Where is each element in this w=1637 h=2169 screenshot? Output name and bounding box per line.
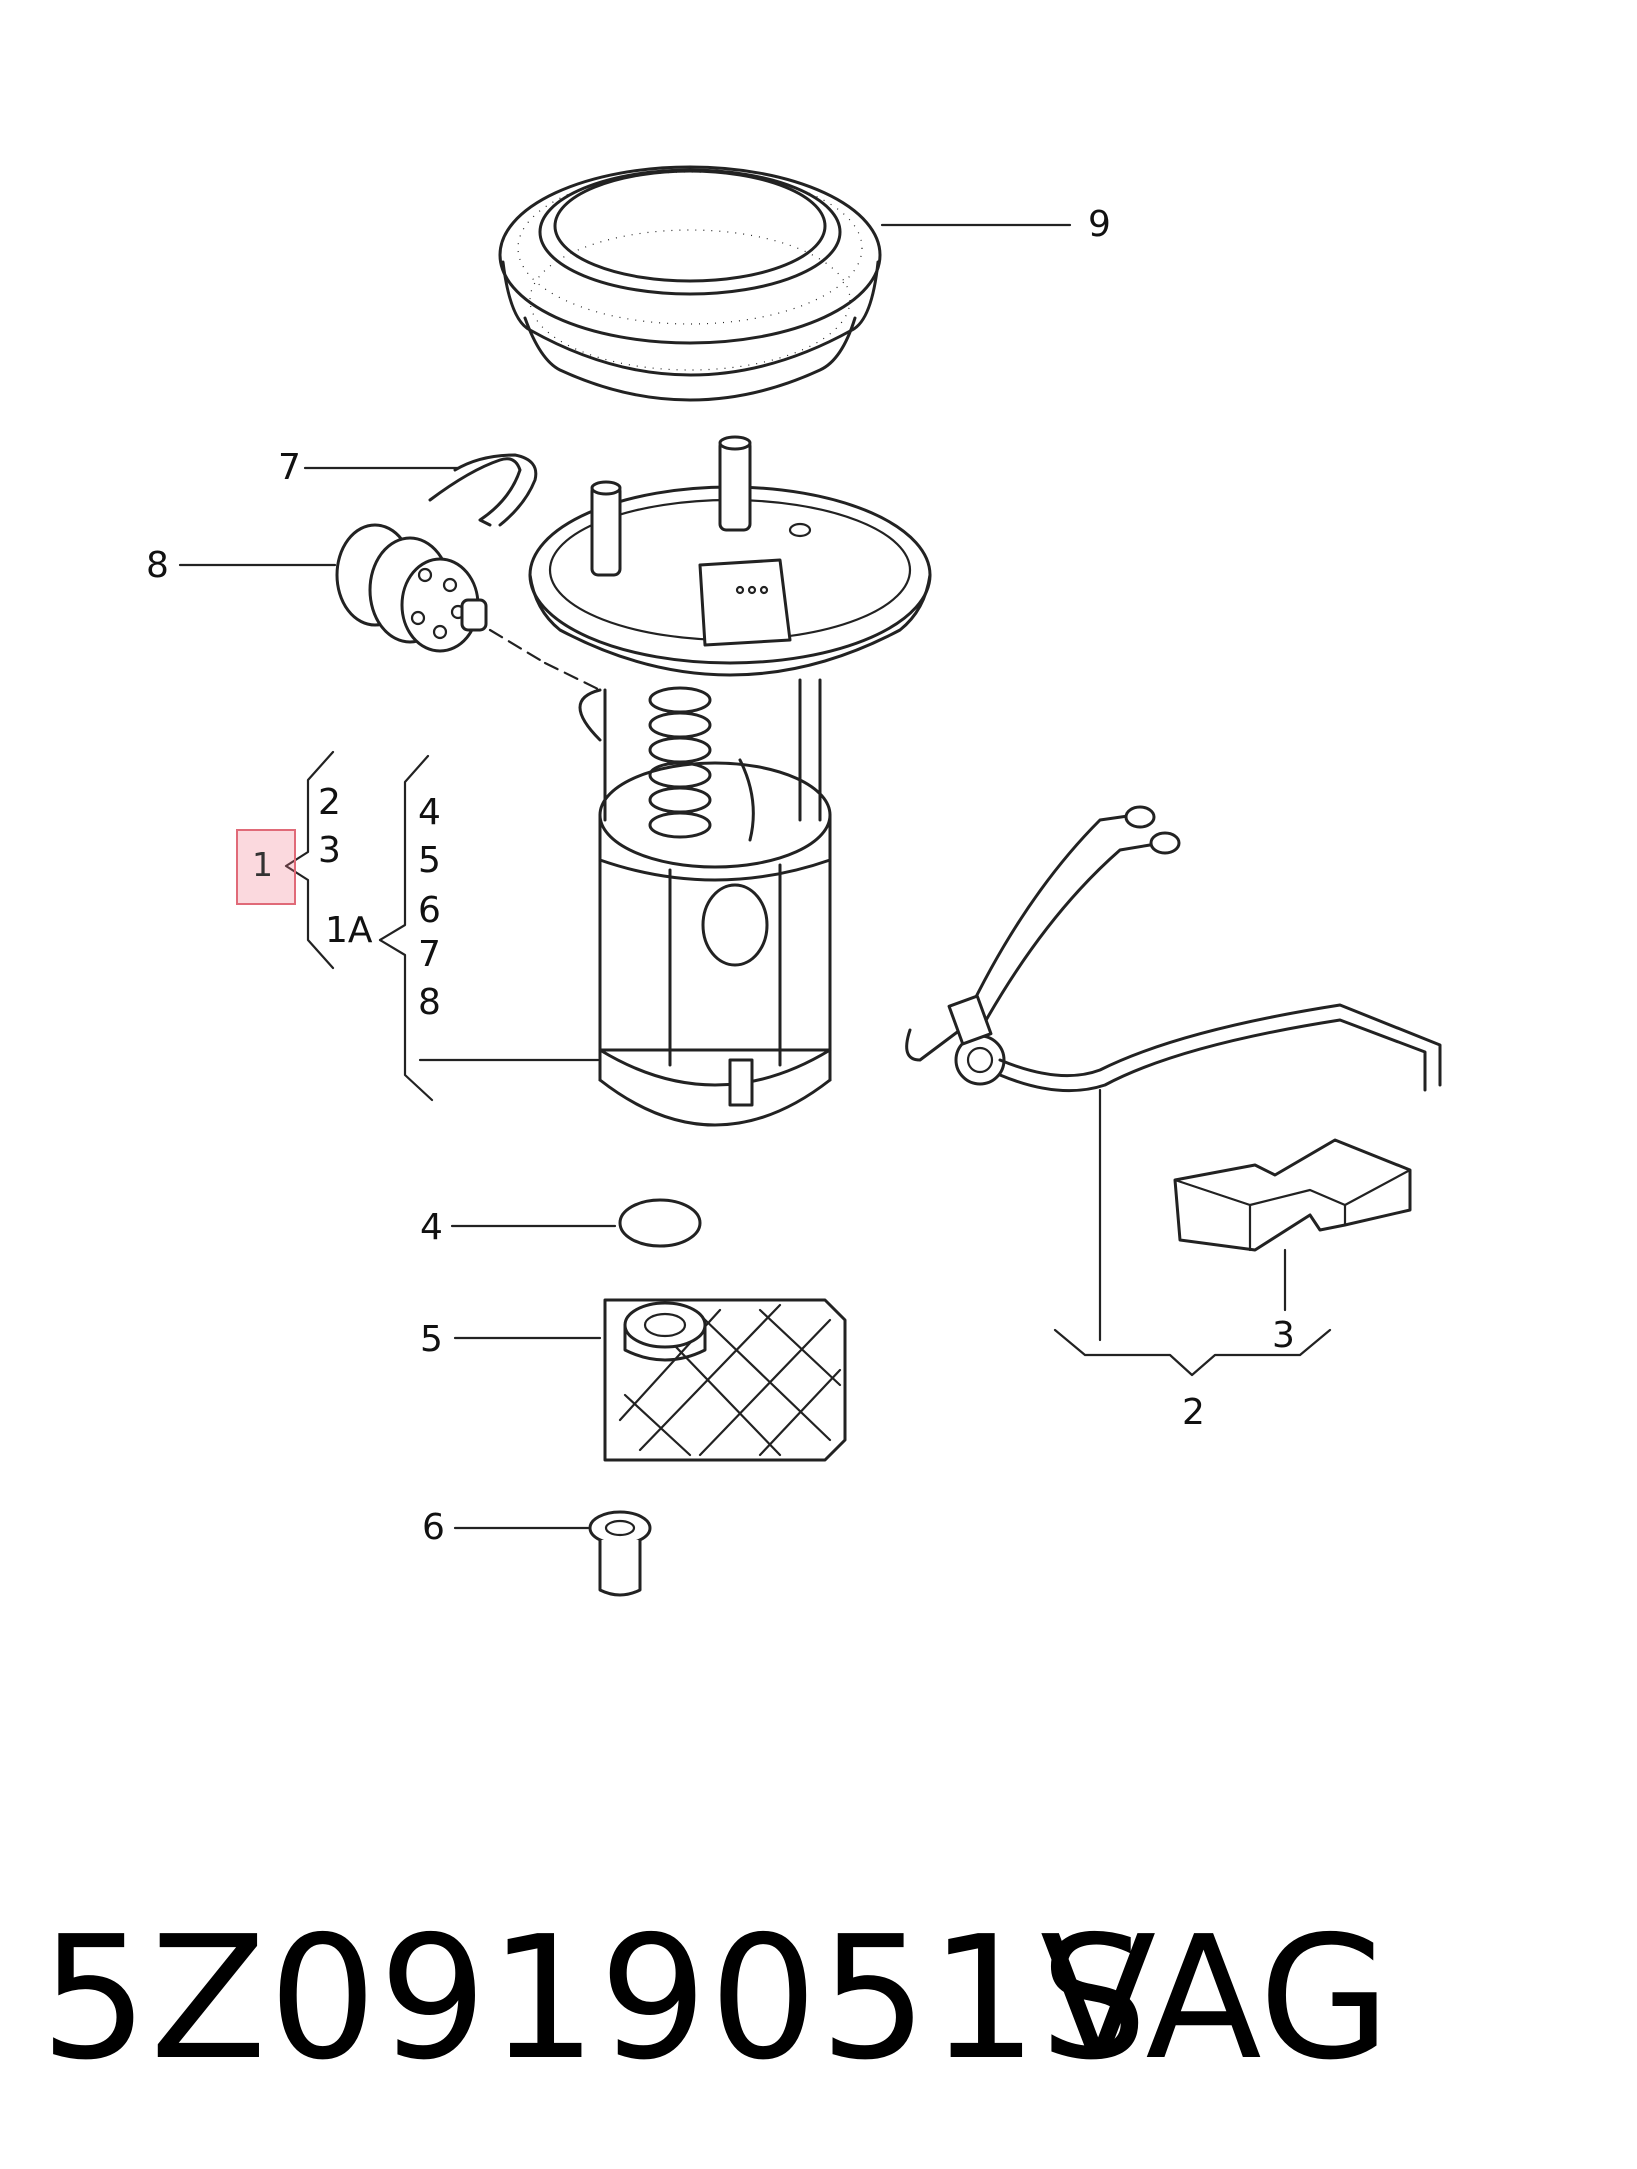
retaining-clip-part-7 xyxy=(303,453,538,527)
highlight-marker xyxy=(236,829,296,905)
label-4-group1a: 4 xyxy=(418,792,441,833)
part-number-caption: 5Z0919051S xyxy=(40,1900,1150,2098)
label-1a: 1A xyxy=(325,910,373,951)
bracket-group-1a xyxy=(378,754,434,1102)
wiring-harness-part-2 xyxy=(905,805,1442,1377)
label-3: 3 xyxy=(1272,1315,1295,1356)
label-3-group1: 3 xyxy=(318,830,341,871)
label-6: 6 xyxy=(422,1507,445,1548)
bracket-group-1 xyxy=(284,750,335,970)
pressure-regulator-part-8 xyxy=(178,523,602,692)
label-8-group1a: 8 xyxy=(418,982,441,1023)
label-5: 5 xyxy=(420,1319,443,1360)
label-5-group1a: 5 xyxy=(418,840,441,881)
label-9: 9 xyxy=(1088,204,1111,245)
sealing-ring-part-9 xyxy=(498,165,1072,402)
label-4: 4 xyxy=(420,1207,443,1248)
label-brackets xyxy=(284,750,434,1102)
label-8: 8 xyxy=(146,545,169,586)
label-2-group1: 2 xyxy=(318,782,341,823)
label-1: 1 xyxy=(252,845,273,884)
o-ring-part-4 xyxy=(450,1198,702,1248)
pump-body xyxy=(418,678,832,1127)
bracket-2 xyxy=(1053,1328,1332,1377)
label-7-group1a: 7 xyxy=(418,934,441,975)
label-2: 2 xyxy=(1182,1392,1205,1433)
label-7: 7 xyxy=(278,447,301,488)
grommet-part-6 xyxy=(453,1510,652,1597)
foam-pad-part-3 xyxy=(1173,1138,1412,1312)
brand-caption: VAG xyxy=(1040,1900,1391,2098)
label-6-group1a: 6 xyxy=(418,890,441,931)
pump-flange xyxy=(528,435,932,677)
filter-part-5 xyxy=(453,1298,847,1462)
